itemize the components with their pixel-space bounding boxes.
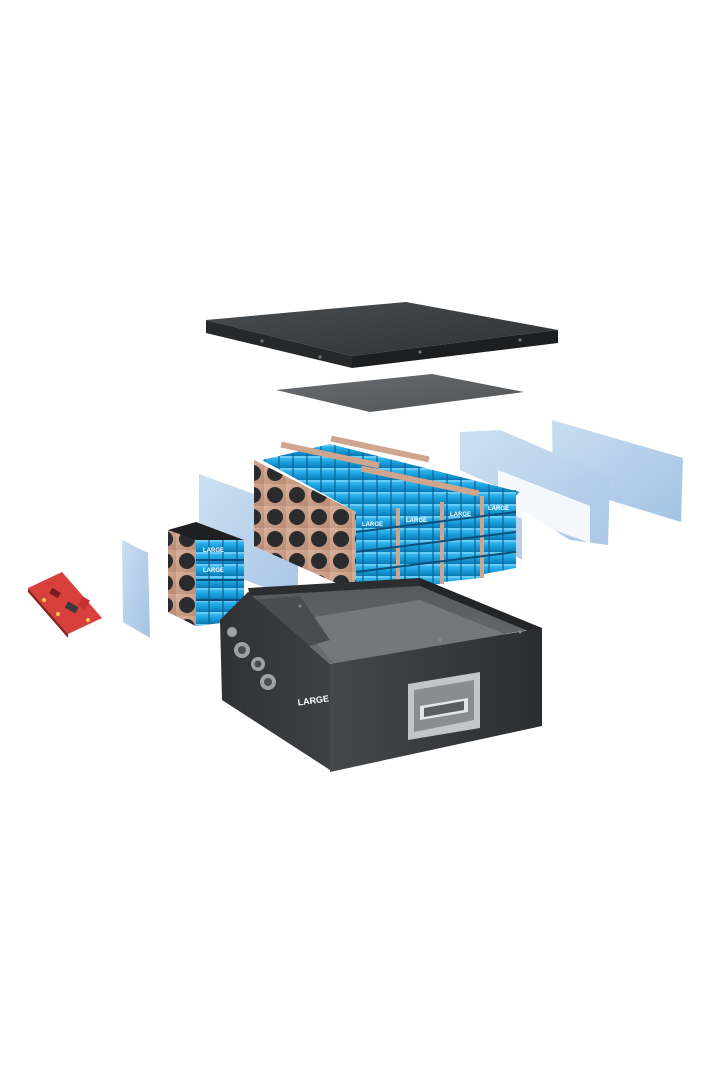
terminal-post-icon [227, 627, 276, 690]
battery-module-small: LARGE LARGE [168, 522, 244, 626]
thermal-pad [276, 374, 524, 412]
cell-brand-label: LARGE [488, 506, 509, 512]
cell-brand-label: LARGE [406, 518, 427, 524]
insulation-sheet-far-right [552, 420, 683, 522]
insulation-sheet-left-small [122, 540, 150, 638]
cell-brand-label: LARGE [362, 522, 383, 528]
top-lid [206, 302, 558, 368]
carry-handle-icon [408, 672, 480, 740]
case-brand-label: LARGE [297, 693, 330, 707]
brand-badge: LARGE [297, 693, 330, 707]
cell-brand-label: LARGE [203, 548, 224, 554]
cell-brand-label: LARGE [203, 568, 224, 574]
battery-module-main: LARGE LARGE LARGE LARGE [254, 435, 520, 592]
cell-brand-label: LARGE [450, 512, 471, 518]
bms-board [28, 572, 102, 638]
